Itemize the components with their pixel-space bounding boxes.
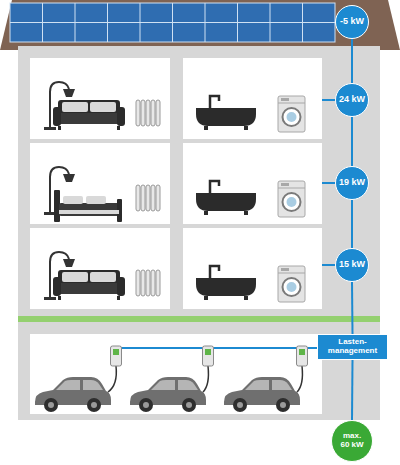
sofas [53,100,125,130]
solar-panels [172,3,173,42]
wallbox-chargers [111,346,122,366]
rooms [183,228,322,309]
node-label: 24 kW [339,95,365,105]
solar-panels [205,3,206,42]
power-line [351,360,354,420]
charging-cables [108,366,302,392]
wallbox-chargers [203,346,214,366]
circle-shape [336,6,369,39]
power-line [351,39,353,83]
sofas [53,100,125,300]
solar-panels [140,3,141,42]
solar-panels [10,3,335,42]
power-line [351,200,353,248]
rooms [30,143,170,224]
solar-panels [75,3,76,42]
radiators [136,270,160,296]
roof [0,0,400,50]
bathtubs [196,266,256,300]
wallbox-chargers [297,346,308,366]
solar-panels [10,3,335,42]
washing-machines [278,266,305,302]
radiators [136,100,160,126]
bathtubs [196,96,256,300]
charger-bus-line [116,347,318,349]
rooms [30,228,170,309]
building-wall [18,46,380,420]
rooms [183,58,322,139]
solar-panels [10,3,335,42]
solar-panels [107,3,108,42]
power-circle: 24 kW [335,83,369,117]
radiators [136,185,160,211]
bed [54,190,122,222]
bed [54,190,122,222]
power-line [351,282,354,334]
rooms [30,58,322,414]
load-management-box: Lasten- management [317,334,388,360]
node-label: 19 kW [339,178,365,188]
washing-machines [278,96,305,132]
power-circle: -5 kW [335,5,369,39]
bathtubs [196,96,256,130]
radiators [136,100,160,296]
solar-panels [42,3,43,42]
floor-divider [18,316,380,322]
charging-cables [297,366,302,392]
grid-limit-circle: max. 60 kW [331,420,373,462]
rooms [30,334,322,414]
wallbox-chargers [111,346,308,366]
node-label: -5 kW [340,17,364,27]
bathtubs [196,181,256,215]
charging-cables [108,366,116,392]
floor-divider [18,316,380,322]
circle-shape [336,167,369,200]
rooms [183,143,322,224]
node-label: Lasten- management [319,338,387,355]
cars [35,377,300,412]
solar-panels [237,3,238,42]
circle-shape [332,421,373,462]
charger-bus-line [116,348,318,349]
cars [35,377,111,412]
circle-shape [336,249,369,282]
washing-machines [278,96,305,302]
power-line [351,117,353,166]
solar-panels [302,3,303,42]
cars [130,377,206,412]
cars [224,377,300,412]
circle-shape [336,84,369,117]
sofas [53,270,125,300]
washing-machines [278,181,305,217]
node-label: 15 kW [339,260,365,270]
power-circle: 15 kW [335,248,369,282]
rooms [30,58,170,139]
node-label: max. 60 kW [338,432,366,449]
power-circle: 19 kW [335,166,369,200]
solar-panels [270,3,271,42]
charging-cables [203,366,208,392]
roof [0,0,400,50]
building-wall [18,46,380,420]
